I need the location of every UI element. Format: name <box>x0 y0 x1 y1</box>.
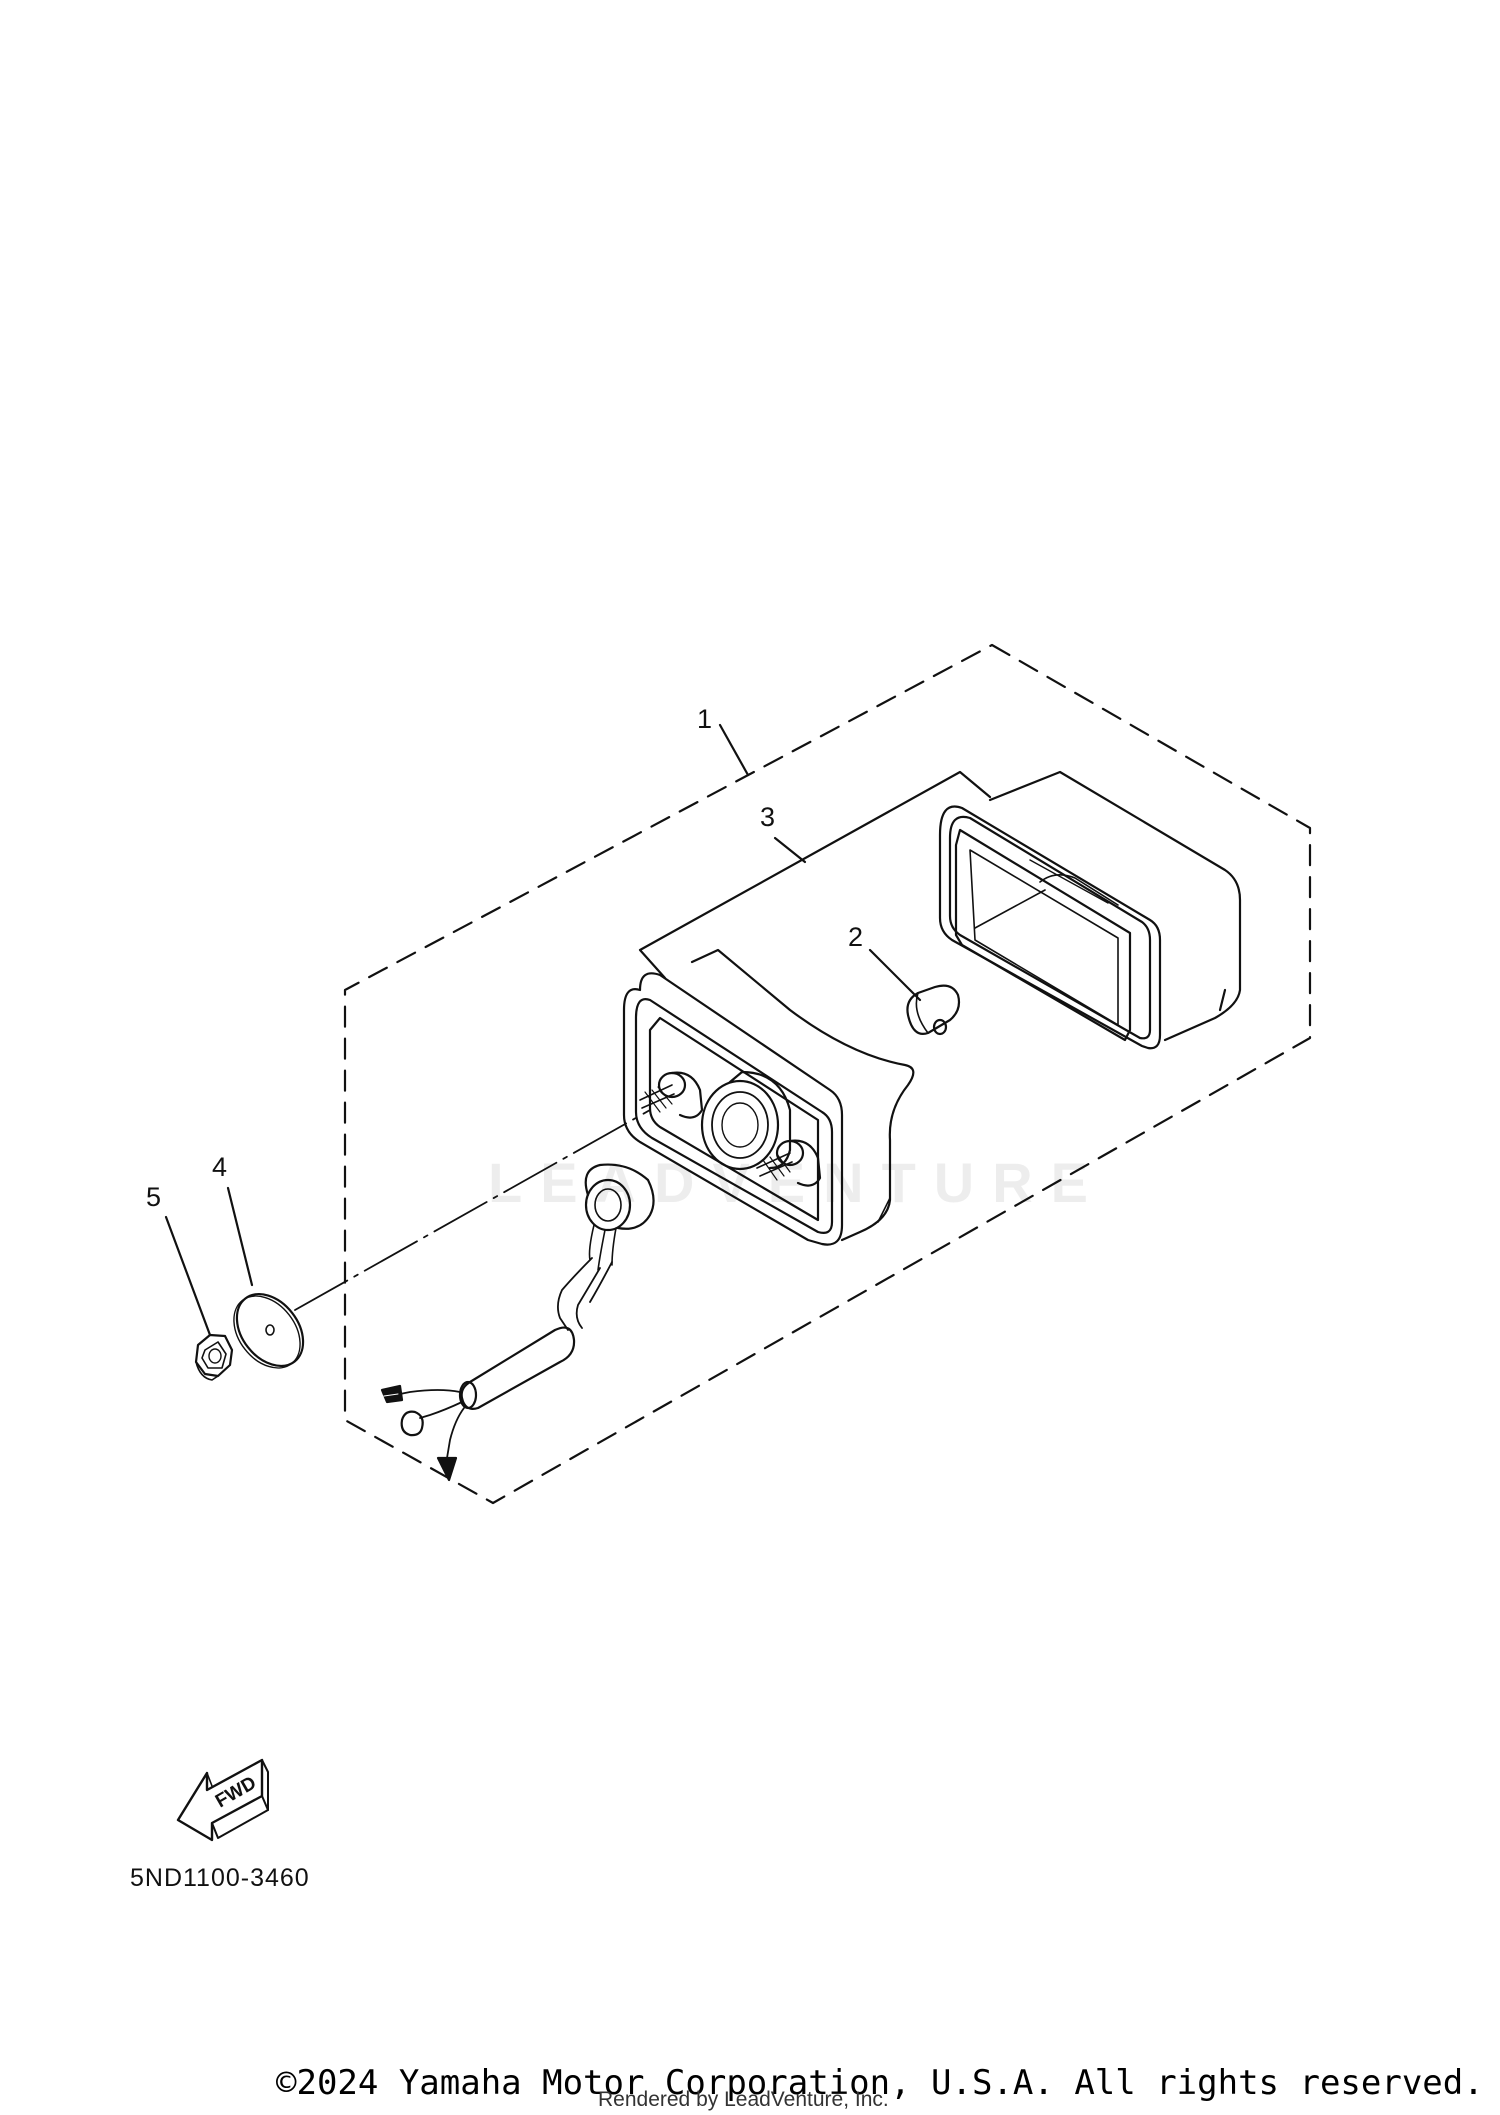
fwd-label: FWD <box>212 1773 260 1813</box>
lens <box>938 770 1242 1050</box>
leader-line-3 <box>773 836 807 864</box>
part-code-label: 5ND1100-3460 <box>130 1864 310 1892</box>
leader-line-5 <box>164 1215 212 1337</box>
copyright-notice: ©2024 Yamaha Motor Corporation, U.S.A. A… <box>276 2063 1484 2103</box>
nut <box>194 1333 234 1381</box>
rendered-by-credit: Rendered by LeadVenture, Inc. <box>598 2088 889 2111</box>
washer <box>233 1292 305 1369</box>
callout-4: 4 <box>212 1152 227 1182</box>
assembly-centerline <box>294 1109 651 1311</box>
housing <box>622 948 915 1246</box>
assembly-boundary <box>343 643 1312 1505</box>
callout-1: 1 <box>697 704 712 734</box>
bulb <box>906 984 961 1036</box>
leader-line-4 <box>226 1186 254 1287</box>
bracket-part-3 <box>638 770 992 980</box>
callout-2: 2 <box>848 922 863 952</box>
leader-line-1 <box>718 723 750 777</box>
callout-5: 5 <box>146 1182 161 1212</box>
socket-harness <box>380 1163 655 1482</box>
fwd-arrow-icon <box>176 1758 269 1842</box>
callout-3: 3 <box>760 802 775 832</box>
leader-line-2 <box>868 948 922 1002</box>
